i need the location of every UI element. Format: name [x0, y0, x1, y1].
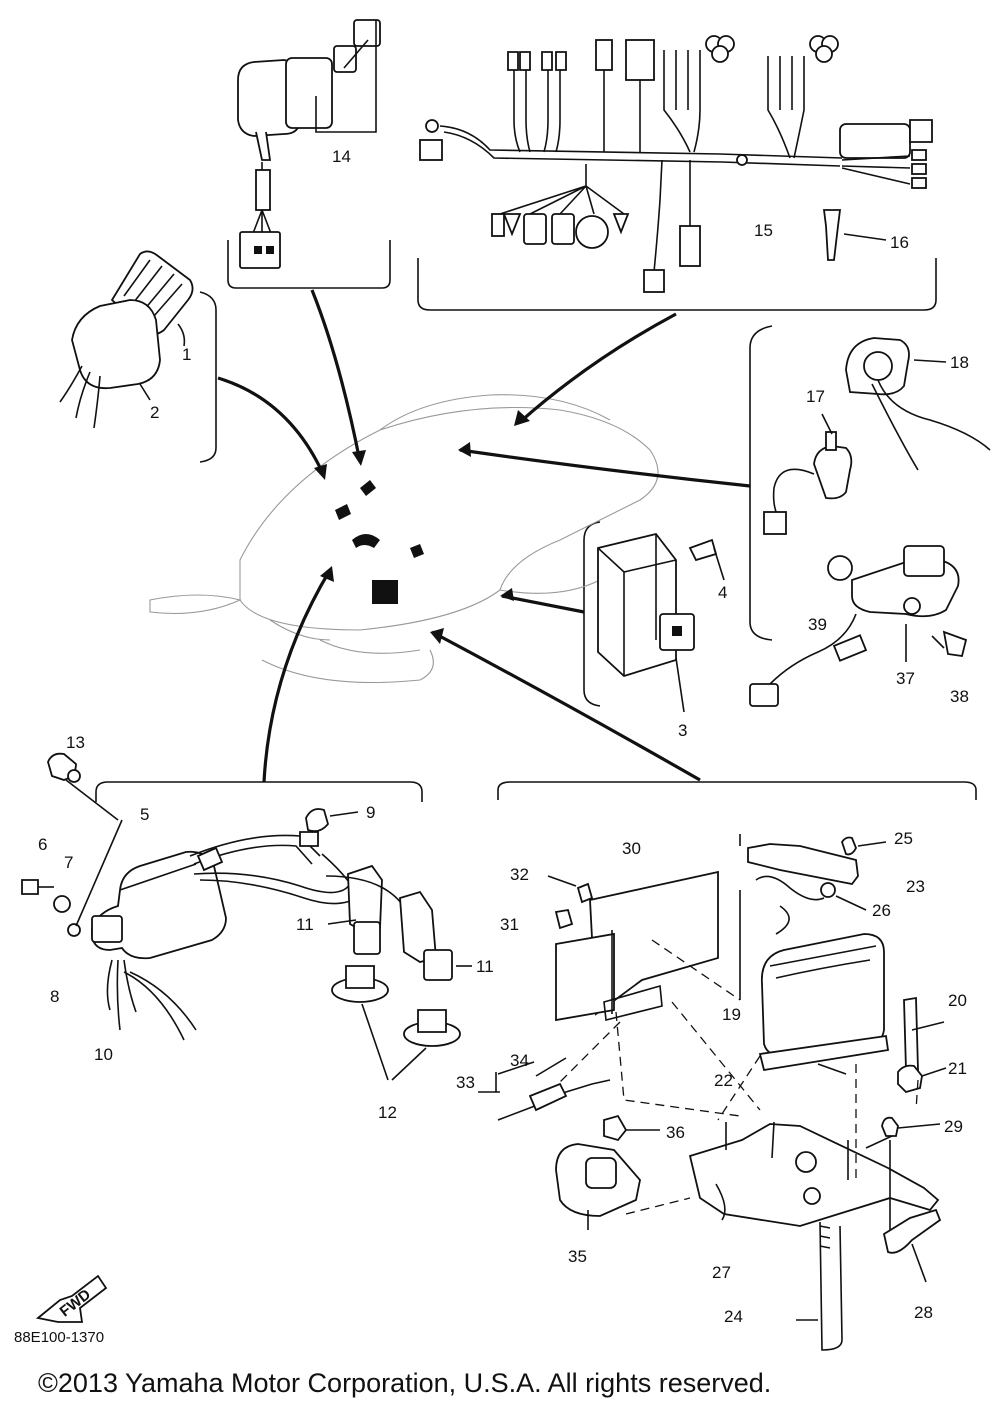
plug-caps-11: [305, 808, 472, 1081]
regulator-3: [597, 532, 725, 713]
fwd-arrow-icon: FWD: [35, 1274, 108, 1323]
callout-30: 30: [622, 839, 641, 858]
callout-16: 16: [890, 233, 909, 252]
callout-12: 12: [378, 1103, 397, 1122]
cdi-unit-2: [59, 250, 194, 429]
callout-19: 19: [722, 1005, 741, 1024]
callout-14: 14: [332, 147, 351, 166]
callout-27: 27: [712, 1263, 731, 1282]
callout-17: 17: [806, 387, 825, 406]
fuse-holder-37: [749, 545, 968, 707]
callout-3: 3: [678, 721, 687, 740]
wire-harness-15: [419, 35, 933, 293]
callout-11b: 11: [476, 957, 494, 976]
diagram-code: 88E100-1370: [14, 1329, 104, 1346]
callout-labels: 1 2 3 4 5 6 7 8 9 10 11 11 12 13 14 15 1…: [38, 147, 969, 1326]
snowmobile-outline: [149, 394, 659, 684]
callout-29: 29: [944, 1117, 963, 1136]
group-frames: [95, 240, 977, 802]
callout-8: 8: [50, 987, 59, 1006]
coil-mount-hardware: [21, 752, 197, 1041]
main-switch-14: [237, 19, 381, 269]
callout-26: 26: [872, 901, 891, 920]
callout-33: 33: [456, 1073, 475, 1092]
fastener-16: [822, 209, 887, 261]
callout-4: 4: [718, 583, 727, 602]
callout-37: 37: [896, 669, 915, 688]
callout-6: 6: [38, 835, 47, 854]
callout-36: 36: [666, 1123, 685, 1142]
callout-21: 21: [948, 1059, 967, 1078]
callout-11a: 11: [296, 915, 314, 934]
callout-7: 7: [64, 853, 73, 872]
callout-23: 23: [906, 877, 925, 896]
callout-13: 13: [66, 733, 85, 752]
callout-22: 22: [714, 1071, 733, 1090]
callout-1: 1: [182, 345, 191, 364]
battery-group: [478, 834, 947, 1351]
callout-10: 10: [94, 1045, 113, 1064]
switch-17: [763, 413, 853, 535]
callout-28: 28: [914, 1303, 933, 1322]
callout-5: 5: [140, 805, 149, 824]
callout-18: 18: [950, 353, 969, 372]
callout-15: 15: [754, 221, 773, 240]
callout-25: 25: [894, 829, 913, 848]
clamp-18: [845, 337, 991, 471]
callout-31: 31: [500, 915, 519, 934]
callout-24: 24: [724, 1307, 743, 1326]
callout-38: 38: [950, 687, 969, 706]
pointer-arrows: [217, 289, 751, 783]
callout-20: 20: [948, 991, 967, 1010]
copyright-notice: ©2013 Yamaha Motor Corporation, U.S.A. A…: [38, 1368, 771, 1398]
callout-9: 9: [366, 803, 375, 822]
callout-35: 35: [568, 1247, 587, 1266]
callout-39: 39: [808, 615, 827, 634]
callout-2: 2: [150, 403, 159, 422]
ignition-coil-5: [91, 831, 361, 960]
callout-34: 34: [510, 1051, 529, 1070]
callout-32: 32: [510, 865, 529, 884]
